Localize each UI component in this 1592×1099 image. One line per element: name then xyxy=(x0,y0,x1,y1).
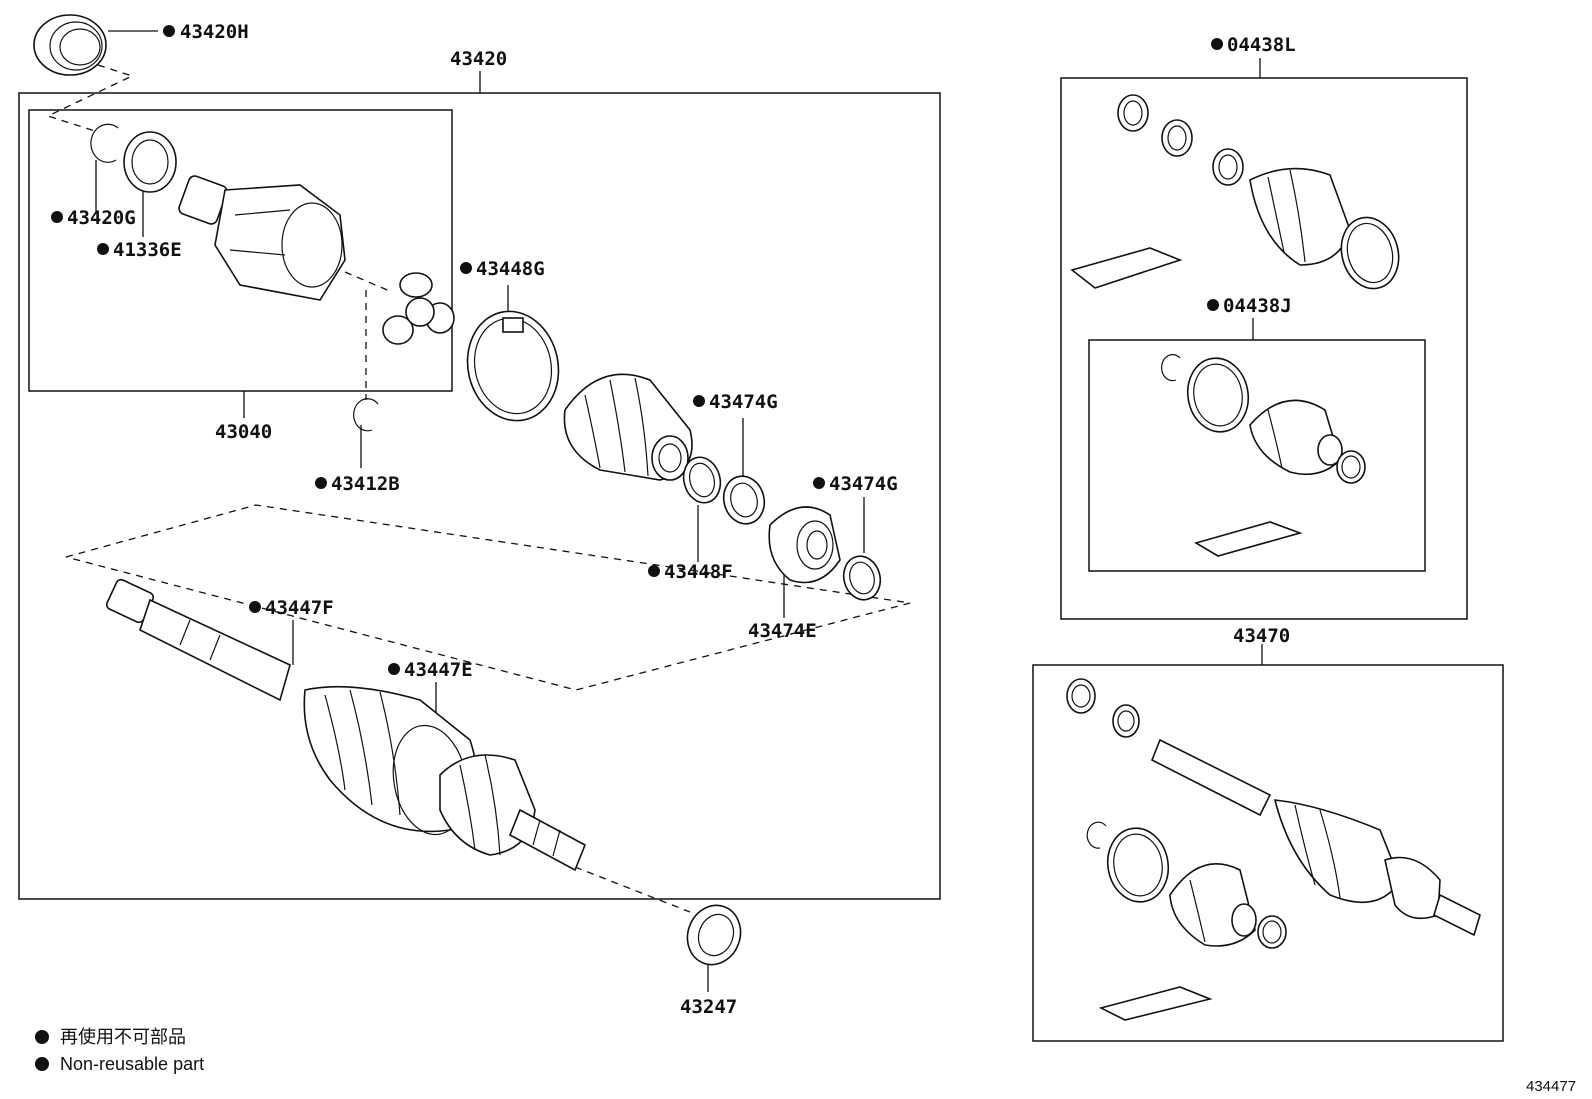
part-43247-seal xyxy=(686,904,742,966)
part-43448G-boot-clamp xyxy=(466,310,560,422)
boot-kit-box-04438J xyxy=(1088,339,1426,572)
callout-43040: 43040 xyxy=(215,421,272,443)
part-43412B-snap-ring xyxy=(353,398,379,432)
callout-43474E: 43474E xyxy=(748,620,817,642)
legend-bullet-2 xyxy=(35,1057,49,1071)
callout-43474G-b: 43474G xyxy=(829,473,898,495)
part-43420G-snap-ring xyxy=(90,123,119,163)
assembly-43470-parts xyxy=(1066,678,1481,1021)
callout-43474G-a: 43474G xyxy=(709,391,778,413)
boot-kit-box-04438L xyxy=(1060,77,1468,620)
callout-43448G: 43448G xyxy=(476,258,545,280)
callout-04438L: 04438L xyxy=(1227,34,1296,56)
part-tripod-joint xyxy=(382,272,455,345)
subassembly-box-43040 xyxy=(28,109,453,392)
leader-lines xyxy=(95,30,1263,992)
part-43474G-clamp-b xyxy=(842,555,882,601)
legend: 再使用不可部品 Non-reusable part xyxy=(35,1027,204,1074)
part-inboard-joint-housing xyxy=(178,175,346,301)
part-drive-shaft-assembly xyxy=(105,578,587,872)
callout-43412B: 43412B xyxy=(331,473,400,495)
callout-43420: 43420 xyxy=(450,48,507,70)
legend-label-en: Non-reusable part xyxy=(60,1054,204,1074)
diagram-reference-number: 434477 xyxy=(1526,1078,1576,1095)
part-43448F-boot-clamp xyxy=(682,456,722,504)
legend-bullet-1 xyxy=(35,1030,49,1044)
kit-04438J-parts xyxy=(1161,354,1366,557)
legend-label-jp: 再使用不可部品 xyxy=(60,1027,186,1047)
callout-43420H: 43420H xyxy=(180,21,249,43)
kit-04438L-parts xyxy=(1070,94,1400,290)
part-inboard-boot xyxy=(563,373,693,481)
callout-43447F: 43447F xyxy=(265,597,334,619)
dashed-guide-lines xyxy=(46,64,911,913)
part-41336E-seal xyxy=(123,131,177,193)
callout-43420G: 43420G xyxy=(67,207,136,229)
assembly-box-43470 xyxy=(1032,664,1504,1042)
callout-04438J: 04438J xyxy=(1223,295,1292,317)
non-reusable-markers xyxy=(51,25,1223,675)
part-43420H-dust-cover xyxy=(33,14,107,76)
callout-43447E: 43447E xyxy=(404,659,473,681)
callout-41336E: 41336E xyxy=(113,239,182,261)
callout-43448F: 43448F xyxy=(664,561,733,583)
callout-43470: 43470 xyxy=(1233,625,1290,647)
callout-43247: 43247 xyxy=(680,996,737,1018)
part-43474G-clamp-a xyxy=(722,475,766,525)
part-43474E-dynamic-damper xyxy=(768,506,841,584)
